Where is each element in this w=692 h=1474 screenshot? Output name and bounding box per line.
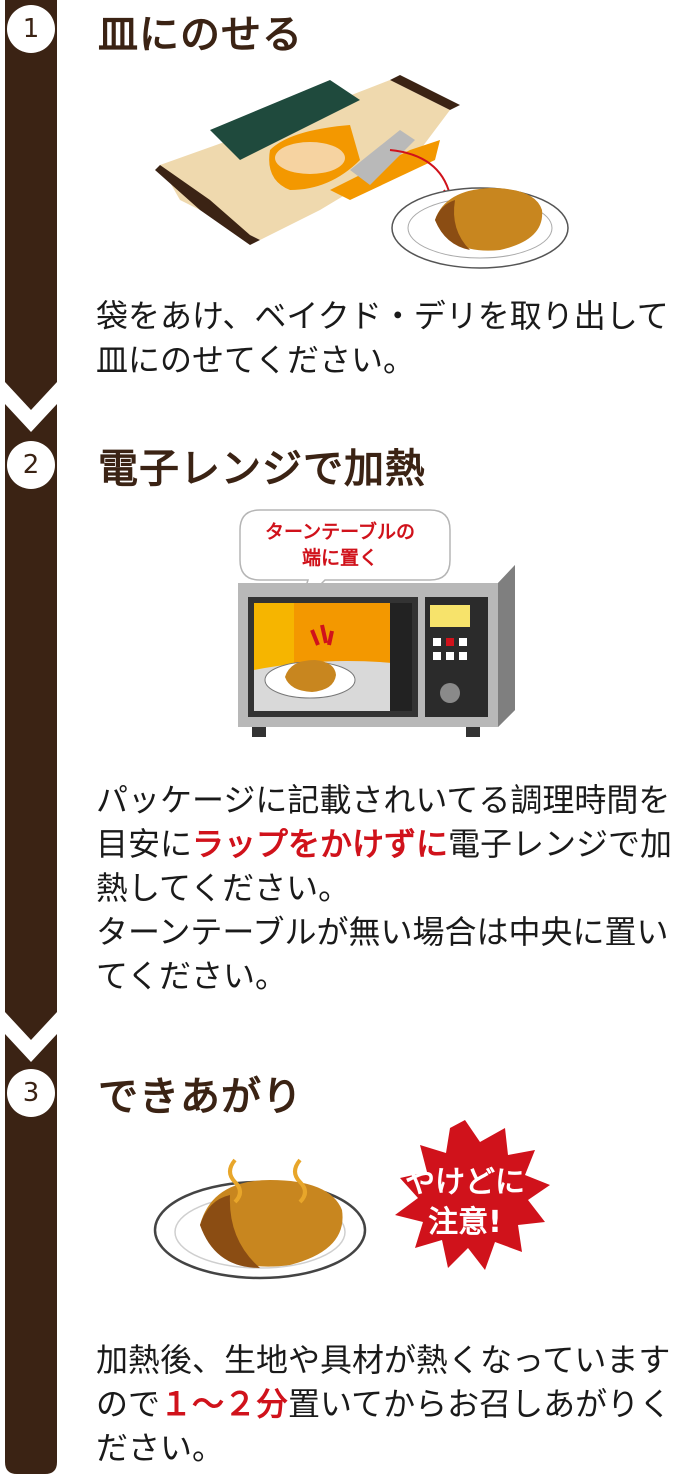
burn-warning-line-2: 注意!: [428, 1205, 502, 1240]
step-3-highlight: １～２分: [160, 1385, 289, 1423]
speech-bubble-line-1: ターンテーブルの: [265, 521, 415, 543]
step-rail-segment-2: [5, 404, 57, 1040]
step-rail-segment-3: [5, 1034, 57, 1474]
burn-warning-line-1: やけどに: [405, 1165, 525, 1200]
microwave-illustration: [238, 509, 515, 737]
bag-and-plate-illustration: [155, 75, 569, 269]
step-1-description: 袋をあけ、ベイクド・デリを取り出して皿にのせてください。: [96, 297, 669, 379]
step-2-text-part-1: パッケージに記載されいてる調理時間を目安に: [96, 781, 671, 863]
step-2-description: パッケージに記載されいてる調理時間を目安にラップをかけずに電子レンジで加熱してく…: [96, 778, 688, 998]
step-rail-segment-1: [5, 0, 57, 410]
step-number-1: 1: [22, 14, 40, 44]
step-2-text-part-3: ターンテーブルが無い場合は中央に置いてください。: [96, 913, 669, 995]
step-2-title: 電子レンジで加熱: [98, 446, 426, 492]
step-rail: [5, 0, 57, 1474]
step-3-title: できあがり: [98, 1074, 303, 1120]
step-3-description: 加熱後、生地や具材が熱くなっていますので１～２分置いてからお召しあがりください。: [96, 1338, 688, 1470]
step-3-text-part-2: 置いてからお召しあがりください。: [96, 1385, 672, 1467]
step-number-3: 3: [22, 1078, 40, 1108]
step-3-text-part-1: 加熱後、生地や具材が熱くなっていますので: [96, 1341, 671, 1423]
step-2-text-part-2: 電子レンジで加熱してください。: [96, 825, 673, 907]
step-1-title: 皿にのせる: [98, 12, 303, 58]
step-number-2: 2: [22, 450, 40, 480]
step-2-highlight: ラップをかけずに: [192, 825, 449, 863]
finished-dish-illustration: [153, 1120, 550, 1280]
speech-bubble-line-2: 端に置く: [301, 547, 378, 569]
